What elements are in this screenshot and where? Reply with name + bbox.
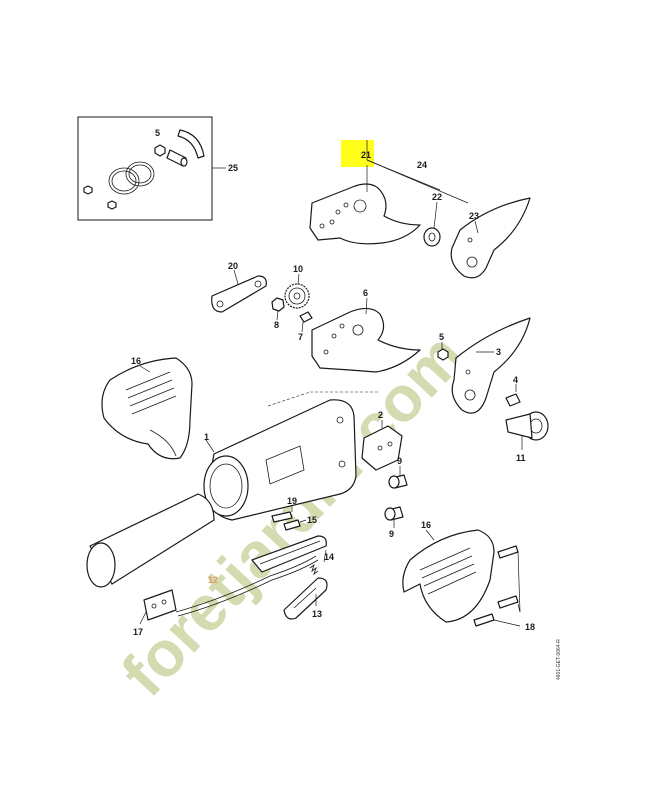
label-25: 25 — [228, 163, 238, 173]
label-9b: 9 — [389, 529, 394, 539]
lever-14 — [251, 535, 327, 573]
label-23: 23 — [469, 211, 479, 221]
part-labels: 5 25 21 24 22 23 20 10 6 8 7 5 3 16 4 2 … — [131, 128, 535, 637]
label-17: 17 — [133, 627, 143, 637]
cable-12 — [175, 555, 319, 617]
label-19: 19 — [287, 496, 297, 506]
blade-lower-3 — [451, 317, 531, 414]
bolt-4 — [505, 384, 521, 407]
screws-18 — [473, 545, 521, 627]
label-9a: 9 — [397, 456, 402, 466]
screw-9b — [384, 506, 404, 528]
label-12: 12 — [208, 575, 218, 585]
pin-19 — [271, 506, 293, 523]
label-1: 1 — [204, 432, 209, 442]
label-11: 11 — [516, 453, 526, 463]
label-2: 2 — [378, 410, 383, 420]
pin-15 — [283, 519, 307, 531]
label-24: 24 — [417, 160, 427, 170]
knob-11 — [505, 411, 549, 450]
washer-22 — [423, 227, 441, 247]
label-8: 8 — [274, 320, 279, 330]
screw-8 — [271, 297, 285, 321]
blade-middle-6 — [311, 297, 421, 373]
tube — [86, 493, 215, 588]
label-3: 3 — [496, 347, 501, 357]
clip-17 — [139, 589, 177, 625]
nut-5 — [437, 342, 449, 361]
label-16b: 16 — [421, 520, 431, 530]
plate-20 — [211, 269, 267, 313]
screw-9a — [388, 466, 408, 489]
label-18: 18 — [525, 622, 535, 632]
label-5a: 5 — [155, 128, 160, 138]
label-10: 10 — [293, 264, 303, 274]
blade-upper-right — [450, 197, 531, 279]
label-22: 22 — [432, 192, 442, 202]
label-5b: 5 — [439, 332, 444, 342]
part-2 — [361, 420, 403, 471]
label-6: 6 — [363, 288, 368, 298]
spring-14 — [309, 563, 319, 576]
label-15: 15 — [307, 515, 317, 525]
kit-box — [77, 116, 226, 221]
label-16a: 16 — [131, 356, 141, 366]
blade-upper-left — [309, 183, 421, 245]
label-4: 4 — [513, 375, 518, 385]
gear-10 — [284, 273, 310, 309]
trigger-13 — [283, 577, 328, 620]
label-20: 20 — [228, 261, 238, 271]
guard-16-right — [402, 529, 495, 623]
part-7 — [299, 311, 313, 333]
label-14: 14 — [324, 552, 334, 562]
guard-16-left — [101, 357, 193, 460]
housing-1 — [203, 391, 380, 521]
drawing-code: 4601-GET-0064-R — [556, 639, 562, 680]
label-21: 21 — [361, 150, 371, 160]
label-7: 7 — [298, 332, 303, 342]
label-13: 13 — [312, 609, 322, 619]
highlight-21 — [341, 140, 374, 167]
